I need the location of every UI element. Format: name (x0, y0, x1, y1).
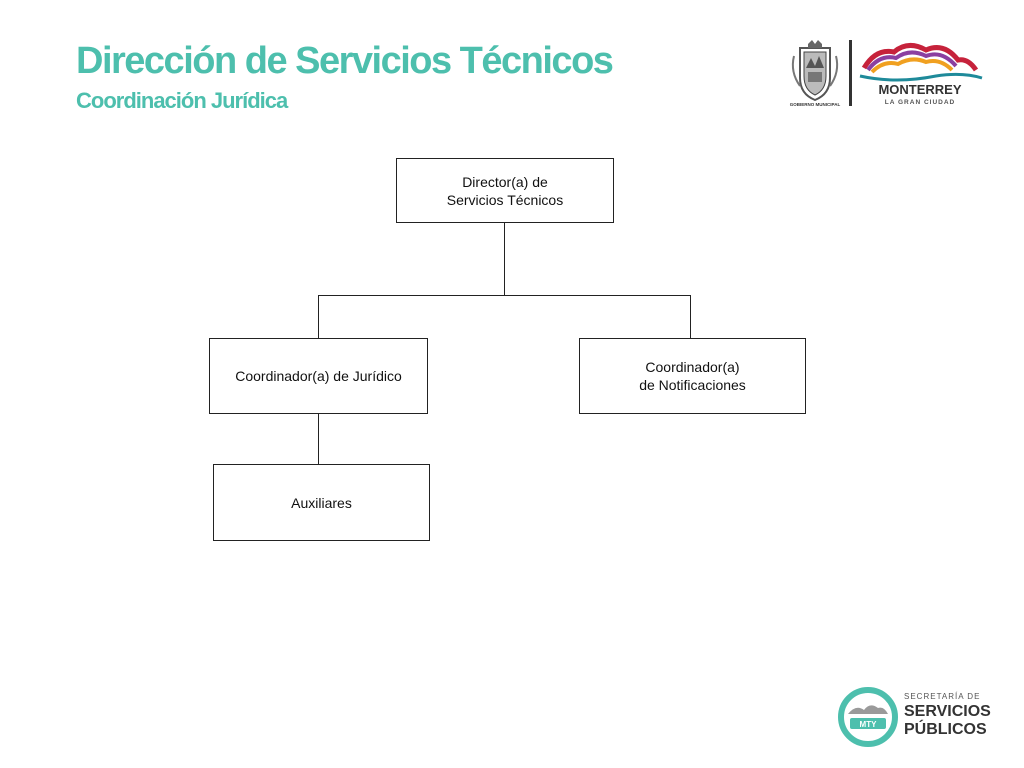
coat-of-arms-icon (791, 40, 839, 102)
monterrey-tagline: LA GRAN CIUDAD (885, 99, 955, 106)
coord-notificaciones-label-line2: de Notificaciones (639, 377, 746, 393)
monterrey-logo: GOBIERNO MUNICIPAL MONTERREY LA GRAN CIU… (790, 40, 983, 107)
director-label-line2: Servicios Técnicos (446, 191, 564, 208)
gobierno-caption: GOBIERNO MUNICIPAL (790, 102, 841, 107)
connector-right-down (690, 295, 691, 339)
coord-juridico-box: Coordinador(a) de Jurídico (209, 338, 428, 414)
connector-left-down (318, 295, 319, 339)
connector-horizontal (318, 295, 691, 296)
monterrey-mountains-icon (859, 43, 983, 82)
servicios-publicos-logo: MTY SECRETARÍA DE SERVICIOS PÚBLICOS (838, 687, 991, 747)
mty-badge-text: MTY (860, 720, 878, 729)
mty-badge-icon (838, 687, 898, 747)
secretaria-line2: SERVICIOS (904, 703, 991, 720)
director-box: Director(a) de Servicios Técnicos (396, 158, 614, 223)
auxiliares-label: Auxiliares (291, 494, 352, 511)
director-label-line1: Director(a) de (462, 173, 548, 190)
page-title: Dirección de Servicios Técnicos (76, 40, 614, 82)
connector-director-down (504, 222, 505, 295)
connector-juridico-to-auxiliares (318, 413, 319, 465)
coord-juridico-label: Coordinador(a) de Jurídico (235, 368, 402, 384)
secretaria-line1: SECRETARÍA DE (904, 692, 980, 701)
coord-notificaciones-box: Coordinador(a) de Notificaciones (579, 338, 806, 414)
secretaria-line3: PÚBLICOS (904, 719, 987, 738)
coord-notificaciones-label-line1: Coordinador(a) (645, 359, 740, 375)
logo-divider (849, 40, 852, 106)
monterrey-name: MONTERREY (878, 82, 961, 97)
page-subtitle: Coordinación Jurídica (76, 88, 288, 113)
auxiliares-box: Auxiliares (213, 464, 430, 541)
